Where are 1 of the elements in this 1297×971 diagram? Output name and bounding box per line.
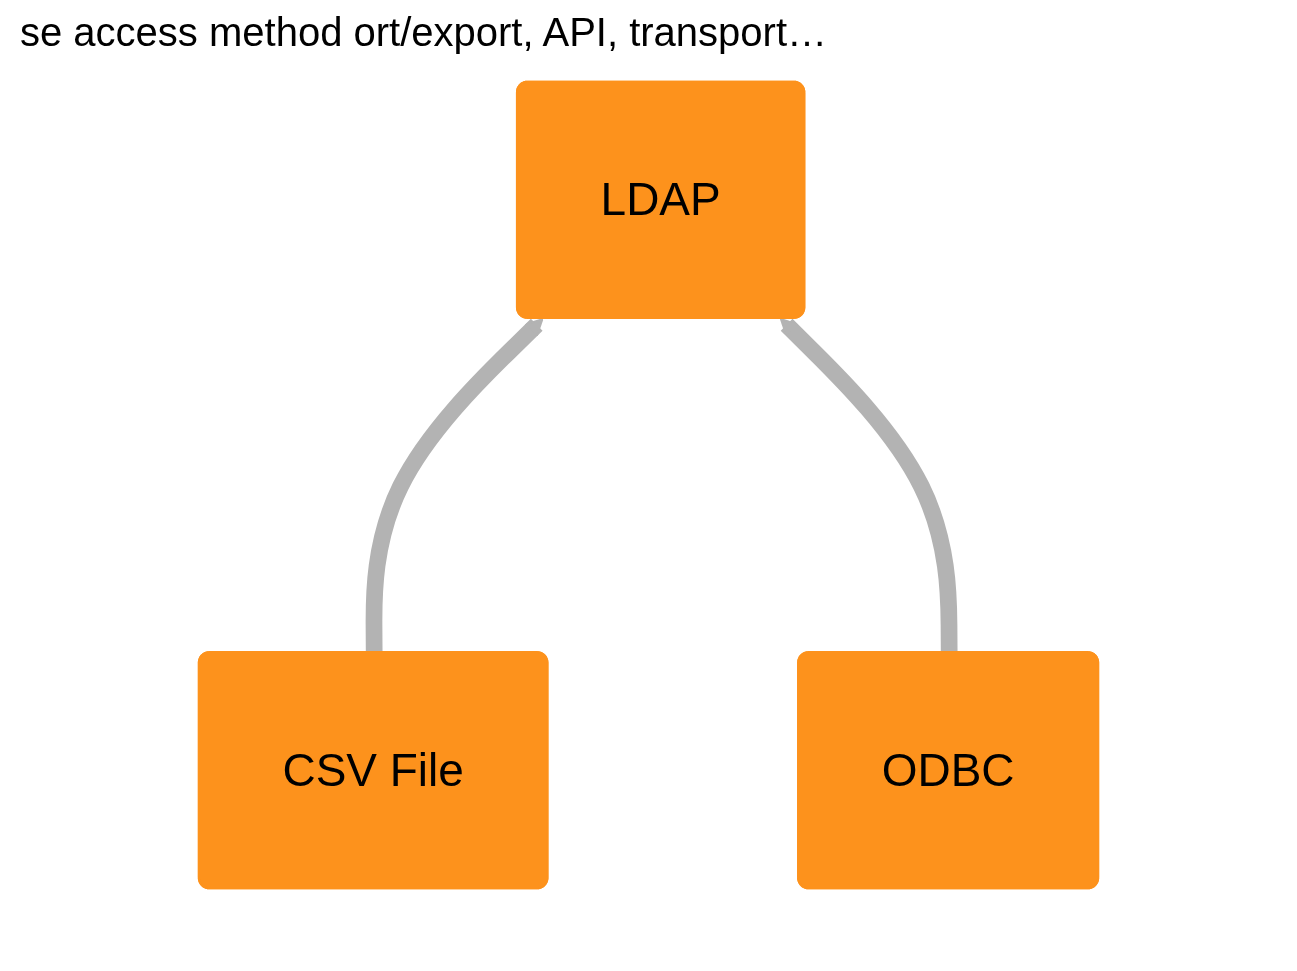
title: se access method ort/export, API, transport… [20,10,829,55]
